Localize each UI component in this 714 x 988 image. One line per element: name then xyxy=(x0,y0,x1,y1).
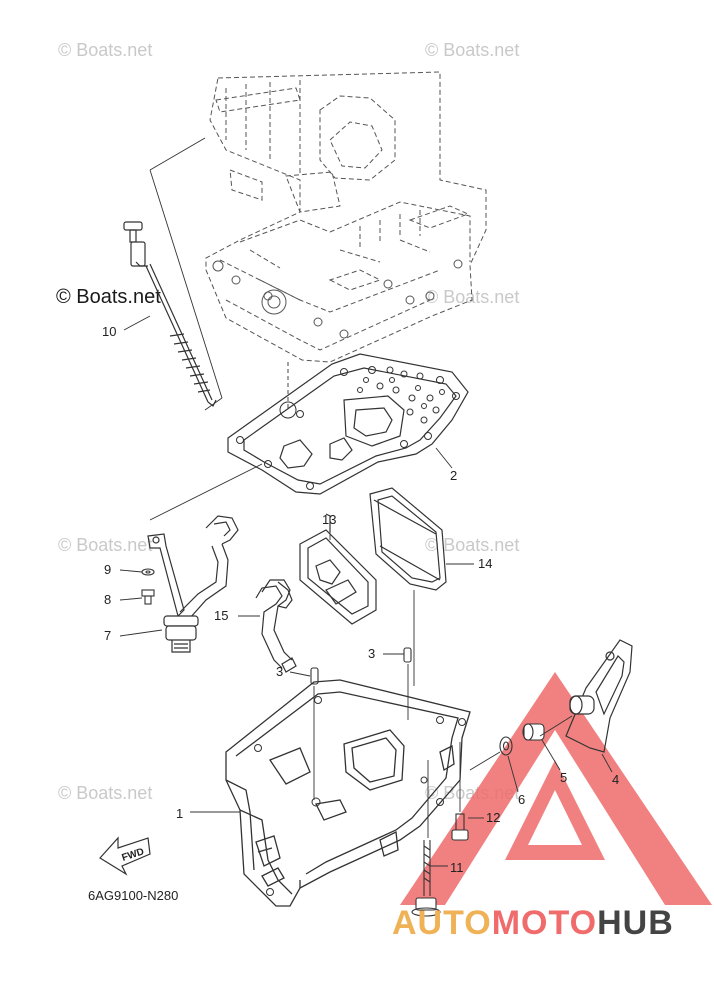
hose-part xyxy=(255,579,297,673)
watermark-main: © Boats.net xyxy=(56,286,161,308)
brand-part-hub: HUB xyxy=(597,904,674,942)
brand-logo-icon xyxy=(400,672,712,905)
watermark: © Boats.net xyxy=(425,287,520,307)
callout-8: 8 xyxy=(104,592,111,607)
watermark: © Boats.net xyxy=(58,535,153,555)
callout-10: 10 xyxy=(102,324,116,339)
watermark: © Boats.net xyxy=(425,40,520,60)
callout-leaders xyxy=(119,315,613,867)
gasket-holes xyxy=(236,366,460,490)
dipstick-leader-line xyxy=(149,137,223,411)
oil-strainer-part xyxy=(147,515,239,653)
washer-part xyxy=(141,568,155,576)
callout-11: 11 xyxy=(450,860,464,875)
callout-1: 1 xyxy=(176,806,183,821)
engine-block-outline xyxy=(205,71,487,363)
callout-4: 4 xyxy=(612,772,619,787)
baffle-plate-part xyxy=(299,513,377,625)
forward-arrow-icon xyxy=(99,836,151,876)
brand-part-auto: AUTO xyxy=(392,904,492,942)
callout-3: 3 xyxy=(276,664,283,679)
long-bolt-part xyxy=(411,840,441,917)
dipstick-part xyxy=(123,221,217,407)
diagram-code: 6AG9100-N280 xyxy=(88,888,179,903)
callout-3: 3 xyxy=(368,646,375,661)
callout-15: 15 xyxy=(214,608,228,623)
bolt-part xyxy=(141,589,155,605)
brand-wordmark: AUTOMOTOHUB xyxy=(392,904,674,943)
callout-5: 5 xyxy=(560,770,567,785)
callout-12: 12 xyxy=(486,810,500,825)
callout-2: 2 xyxy=(450,468,457,483)
oil-pan-part xyxy=(225,679,471,907)
callout-7: 7 xyxy=(104,628,111,643)
watermark: © Boats.net xyxy=(425,535,520,555)
callout-14: 14 xyxy=(478,556,492,571)
filter-screen-part xyxy=(369,487,447,591)
callout-9: 9 xyxy=(104,562,111,577)
dowel-pin-part xyxy=(310,647,412,685)
callout-13: 13 xyxy=(322,512,336,527)
drain-plug-part xyxy=(522,723,545,741)
brand-part-moto: MOTO xyxy=(491,904,598,942)
cover-part xyxy=(565,639,633,753)
engine-block-holes xyxy=(212,259,463,339)
callout-6: 6 xyxy=(518,792,525,807)
gasket-part xyxy=(227,353,469,495)
watermark: © Boats.net xyxy=(58,40,153,60)
washer-ring-part xyxy=(499,736,513,756)
short-bolt-part xyxy=(451,813,469,841)
oil-pan-holes xyxy=(254,696,466,896)
watermark: © Boats.net xyxy=(58,783,153,803)
